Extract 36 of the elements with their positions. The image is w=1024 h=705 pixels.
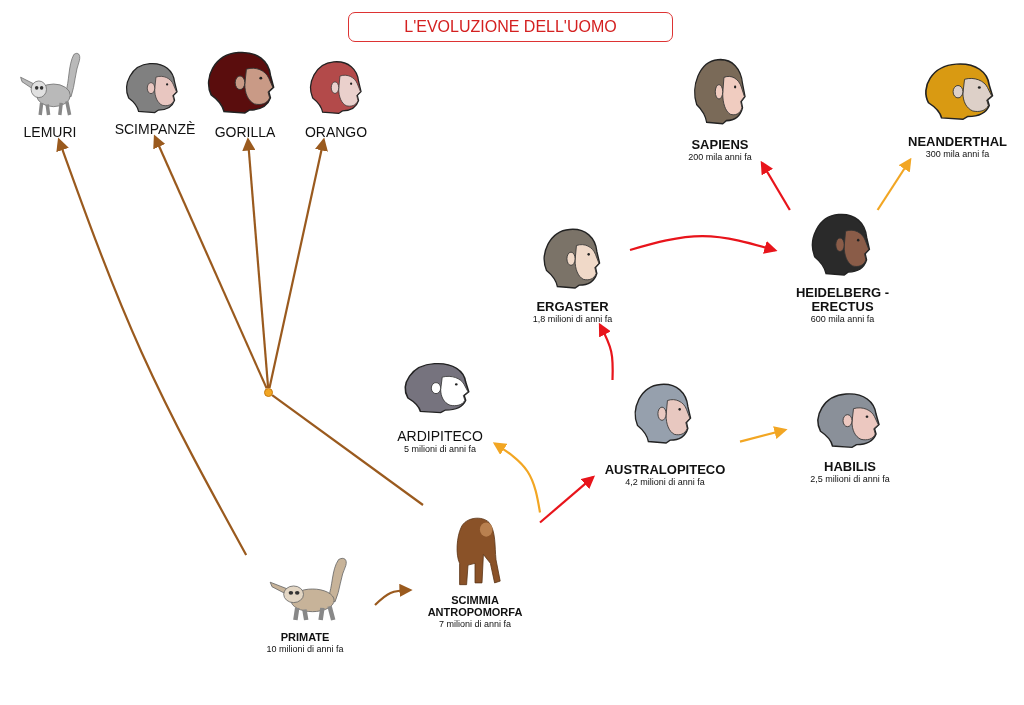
age-label: 2,5 milioni di anni fa [809, 474, 891, 485]
arrow [629, 235, 778, 254]
arrow [760, 160, 791, 211]
arrow [598, 322, 614, 381]
age-label: 600 mila anni fa [809, 314, 876, 325]
age-label: 4,2 milioni di anni fa [624, 477, 706, 488]
arrow [876, 157, 912, 211]
branch-dot [264, 388, 273, 397]
species-name: AUSTRALOPITECO [603, 462, 727, 477]
species-name: ERGASTER [535, 299, 610, 314]
title-box: L'EVOLUZIONE DELL'UOMO [348, 12, 673, 42]
species-name: HABILIS [823, 459, 877, 474]
age-label: 300 mila anni fa [924, 149, 991, 160]
species-name: SCIMPANZÈ [113, 122, 197, 137]
arrow [539, 475, 595, 524]
species-name: NEANDERTHAL [907, 134, 1008, 149]
species-name: SAPIENS [690, 137, 750, 152]
arrow [153, 134, 268, 389]
arrow [268, 137, 328, 389]
species-name: GORILLA [213, 125, 277, 140]
age-label: 7 milioni di anni fa [437, 619, 512, 630]
species-name: HEIDELBERG - ERECTUS [794, 285, 891, 314]
arrow [56, 137, 248, 556]
age-label: 10 milioni di anni fa [265, 644, 345, 655]
age-label: 200 mila anni fa [687, 152, 753, 163]
age-label: 5 milioni di anni fa [402, 444, 477, 455]
arrow [242, 137, 270, 389]
species-name: LEMURI [22, 125, 78, 140]
age-label: 1,8 milioni di anni fa [531, 314, 614, 325]
species-name: PRIMATE [279, 631, 331, 644]
species-name: SCIMMIA ANTROPOMORFA [426, 595, 524, 619]
arrow [374, 583, 413, 606]
species-name: ORANGO [303, 125, 369, 140]
arrow [492, 442, 542, 513]
species-name: ARDIPITECO [396, 428, 484, 444]
arrow [739, 426, 788, 443]
